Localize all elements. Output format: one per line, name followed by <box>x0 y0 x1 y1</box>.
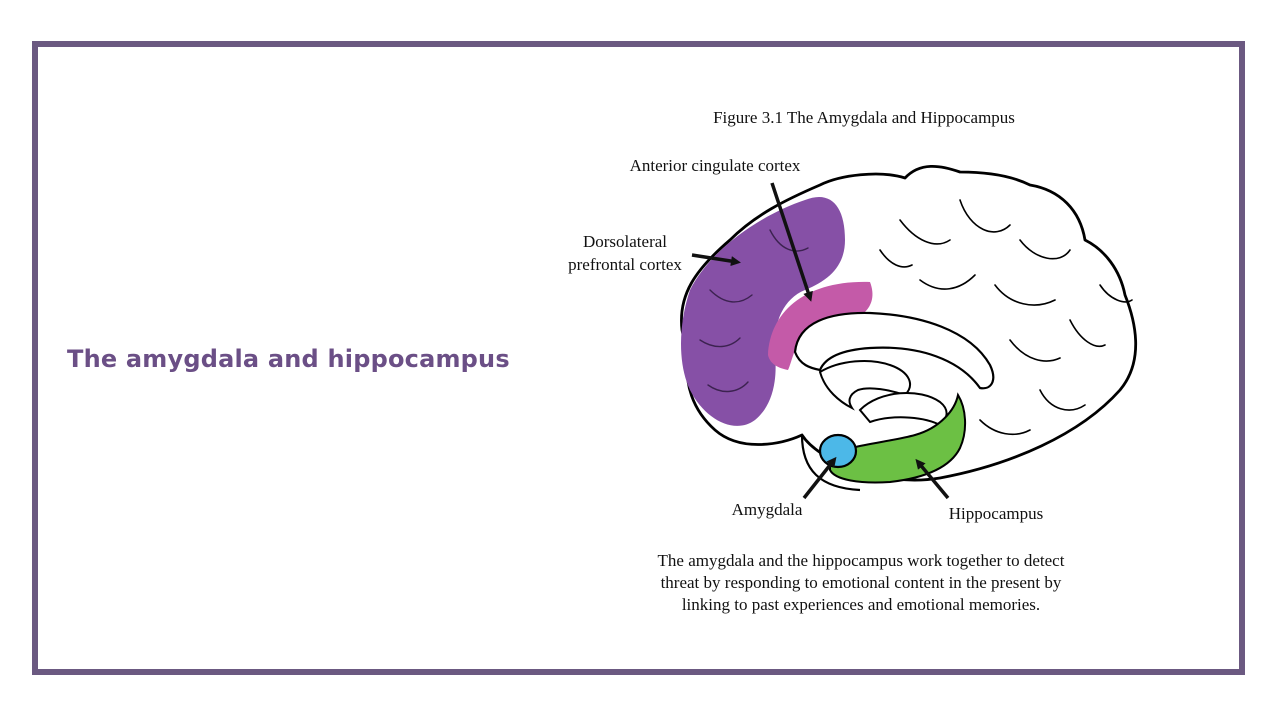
label-amygdala: Amygdala <box>732 500 803 519</box>
arrow-dlpfc <box>691 253 741 267</box>
fornix <box>818 360 911 411</box>
caption-line-2: threat by responding to emotional conten… <box>661 573 1062 592</box>
brain-figure: Figure 3.1 The Amygdala and Hippocampus <box>568 108 1138 614</box>
amygdala-region <box>818 433 858 469</box>
figure-heading: Figure 3.1 The Amygdala and Hippocampus <box>713 108 1015 127</box>
label-hippocampus: Hippocampus <box>949 504 1043 523</box>
temporal-pole <box>800 434 861 492</box>
label-anterior-cingulate: Anterior cingulate cortex <box>630 156 801 175</box>
corpus-callosum <box>793 311 995 390</box>
slide-title: The amygdala and hippocampus <box>67 345 510 373</box>
label-dlpfc-line2: prefrontal cortex <box>568 255 682 274</box>
caption-line-1: The amygdala and the hippocampus work to… <box>658 551 1065 570</box>
dlpfc-region <box>681 196 845 426</box>
label-dlpfc-line1: Dorsolateral <box>583 232 667 251</box>
anterior-cingulate-region <box>768 281 873 370</box>
sulci <box>879 199 1133 436</box>
arrow-hippocampus <box>915 458 950 500</box>
arrow-anterior-cingulate <box>770 182 813 302</box>
caption-line-3: linking to past experiences and emotiona… <box>682 595 1040 614</box>
thalamus <box>858 392 948 426</box>
purple-sulci <box>699 229 809 393</box>
hippocampus-region <box>829 392 966 484</box>
arrow-amygdala <box>802 456 837 500</box>
